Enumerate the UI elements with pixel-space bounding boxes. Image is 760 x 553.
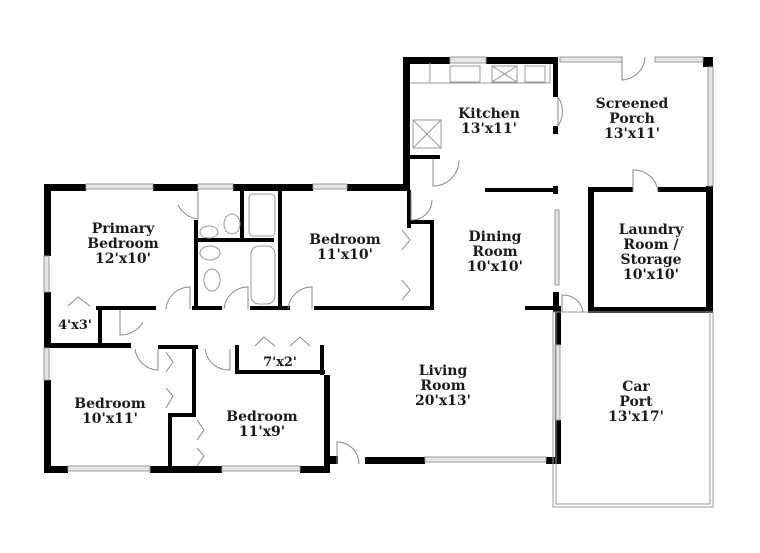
room-dimensions: 11'x9': [238, 424, 286, 440]
room-dimensions: 13'x11': [461, 121, 517, 137]
room-name-line2: Room: [420, 378, 466, 394]
room-name-line2: Port: [619, 394, 653, 410]
room-label-closet-1: 4'x3': [58, 318, 92, 333]
room-name-line2: Bedroom: [87, 236, 159, 252]
room-name-line3: Storage: [620, 252, 682, 268]
room-dimensions: 10'x10': [467, 259, 523, 275]
room-name: Bedroom: [74, 396, 146, 412]
room-name: Kitchen: [458, 106, 520, 122]
room-label-bedroom-2: Bedroom 11'x10': [309, 233, 380, 263]
room-dimensions: 13'x17': [608, 409, 664, 425]
windows: [43, 56, 714, 472]
kitchen-counters: [410, 63, 551, 149]
room-label-laundry-storage: Laundry Room / Storage 10'x10': [619, 223, 684, 283]
room-name-line1: Living: [418, 363, 468, 379]
room-label-dining-room: Dining Room 10'x10': [467, 230, 523, 275]
room-name-line1: Dining: [468, 229, 522, 245]
room-name: Bedroom: [226, 409, 298, 425]
room-label-living-room: Living Room 20'x13': [415, 364, 471, 409]
room-name-line2: Porch: [609, 111, 655, 127]
room-label-closet-2: 7'x2': [263, 355, 297, 370]
bathroom-fixtures: [199, 193, 276, 305]
room-dimensions: 4'x3': [58, 318, 92, 333]
room-dimensions: 12'x10': [95, 251, 151, 267]
room-name-line1: Laundry: [618, 222, 684, 238]
doors: [67, 56, 659, 467]
room-name-line1: Primary: [91, 221, 155, 237]
room-dimensions: 13'x11': [604, 126, 660, 142]
room-name-line2: Room /: [623, 237, 679, 253]
walls: [44, 57, 713, 473]
room-label-bedroom-4: Bedroom 11'x9': [226, 410, 297, 440]
room-label-primary-bedroom: Primary Bedroom 12'x10': [87, 222, 158, 267]
room-label-kitchen: Kitchen 13'x11': [458, 107, 520, 137]
room-dimensions: 11'x10': [317, 247, 373, 263]
room-label-bedroom-3: Bedroom 10'x11': [74, 397, 145, 427]
room-dimensions: 10'x11': [82, 411, 138, 427]
room-name-line2: Room: [472, 244, 518, 260]
room-dimensions: 10'x10': [623, 267, 679, 283]
room-dimensions: 20'x13': [415, 393, 471, 409]
room-label-car-port: Car Port 13'x17': [608, 380, 664, 425]
room-label-screened-porch: Screened Porch 13'x11': [596, 97, 669, 142]
room-name-line1: Screened: [595, 96, 669, 112]
room-dimensions: 7'x2': [263, 355, 297, 370]
room-name-line1: Car: [622, 379, 650, 395]
room-name: Bedroom: [309, 232, 381, 248]
